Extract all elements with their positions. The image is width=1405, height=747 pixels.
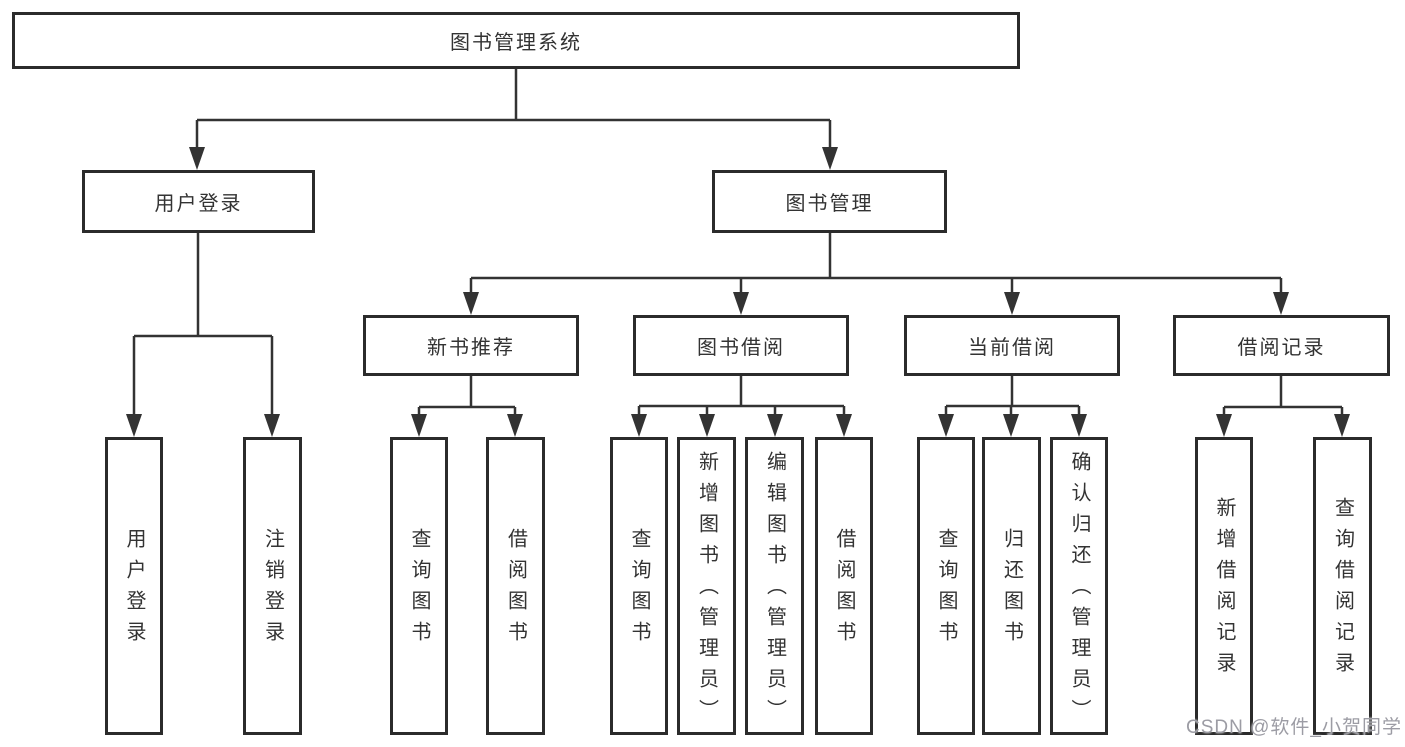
edge-records-to-leaves: [1222, 376, 1344, 416]
edge-borrowing-to-leaves: [637, 376, 846, 416]
node-root-system: 图书管理系统: [12, 12, 1020, 69]
leaf-add-books-admin: 新增图书（管理员）: [677, 437, 736, 735]
edge-bookmgmt-to-level3: [469, 233, 1283, 294]
node-user-login: 用户登录: [82, 170, 315, 233]
node-current-borrowing: 当前借阅: [904, 315, 1120, 376]
leaf-query-borrow-record: 查询借阅记录: [1313, 437, 1372, 735]
leaf-borrowing-borrow-books: 借阅图书: [815, 437, 873, 735]
leaf-logout: 注销登录: [243, 437, 302, 735]
leaf-add-borrow-record: 新增借阅记录: [1195, 437, 1253, 735]
leaf-borrowing-query-books: 查询图书: [610, 437, 668, 735]
leaf-user-login: 用户登录: [105, 437, 163, 735]
node-new-book-recommend: 新书推荐: [363, 315, 579, 376]
edge-root-to-level2: [195, 69, 832, 150]
edge-userlogin-to-leaves: [132, 233, 274, 416]
leaf-edit-books-admin: 编辑图书（管理员）: [745, 437, 804, 735]
leaf-newbook-query-books: 查询图书: [390, 437, 448, 735]
arrowheads: [126, 147, 1350, 437]
leaf-return-books: 归还图书: [982, 437, 1041, 735]
node-book-borrowing: 图书借阅: [633, 315, 849, 376]
leaf-confirm-return-admin: 确认归还（管理员）: [1050, 437, 1108, 735]
edge-newbook-to-leaves: [417, 376, 517, 416]
node-book-management: 图书管理: [712, 170, 947, 233]
node-borrowing-records: 借阅记录: [1173, 315, 1390, 376]
leaf-current-query-books: 查询图书: [917, 437, 975, 735]
edge-current-to-leaves: [944, 376, 1081, 416]
csdn-watermark: CSDN @软件_小贺同学: [1186, 717, 1402, 738]
leaf-newbook-borrow-books: 借阅图书: [486, 437, 545, 735]
